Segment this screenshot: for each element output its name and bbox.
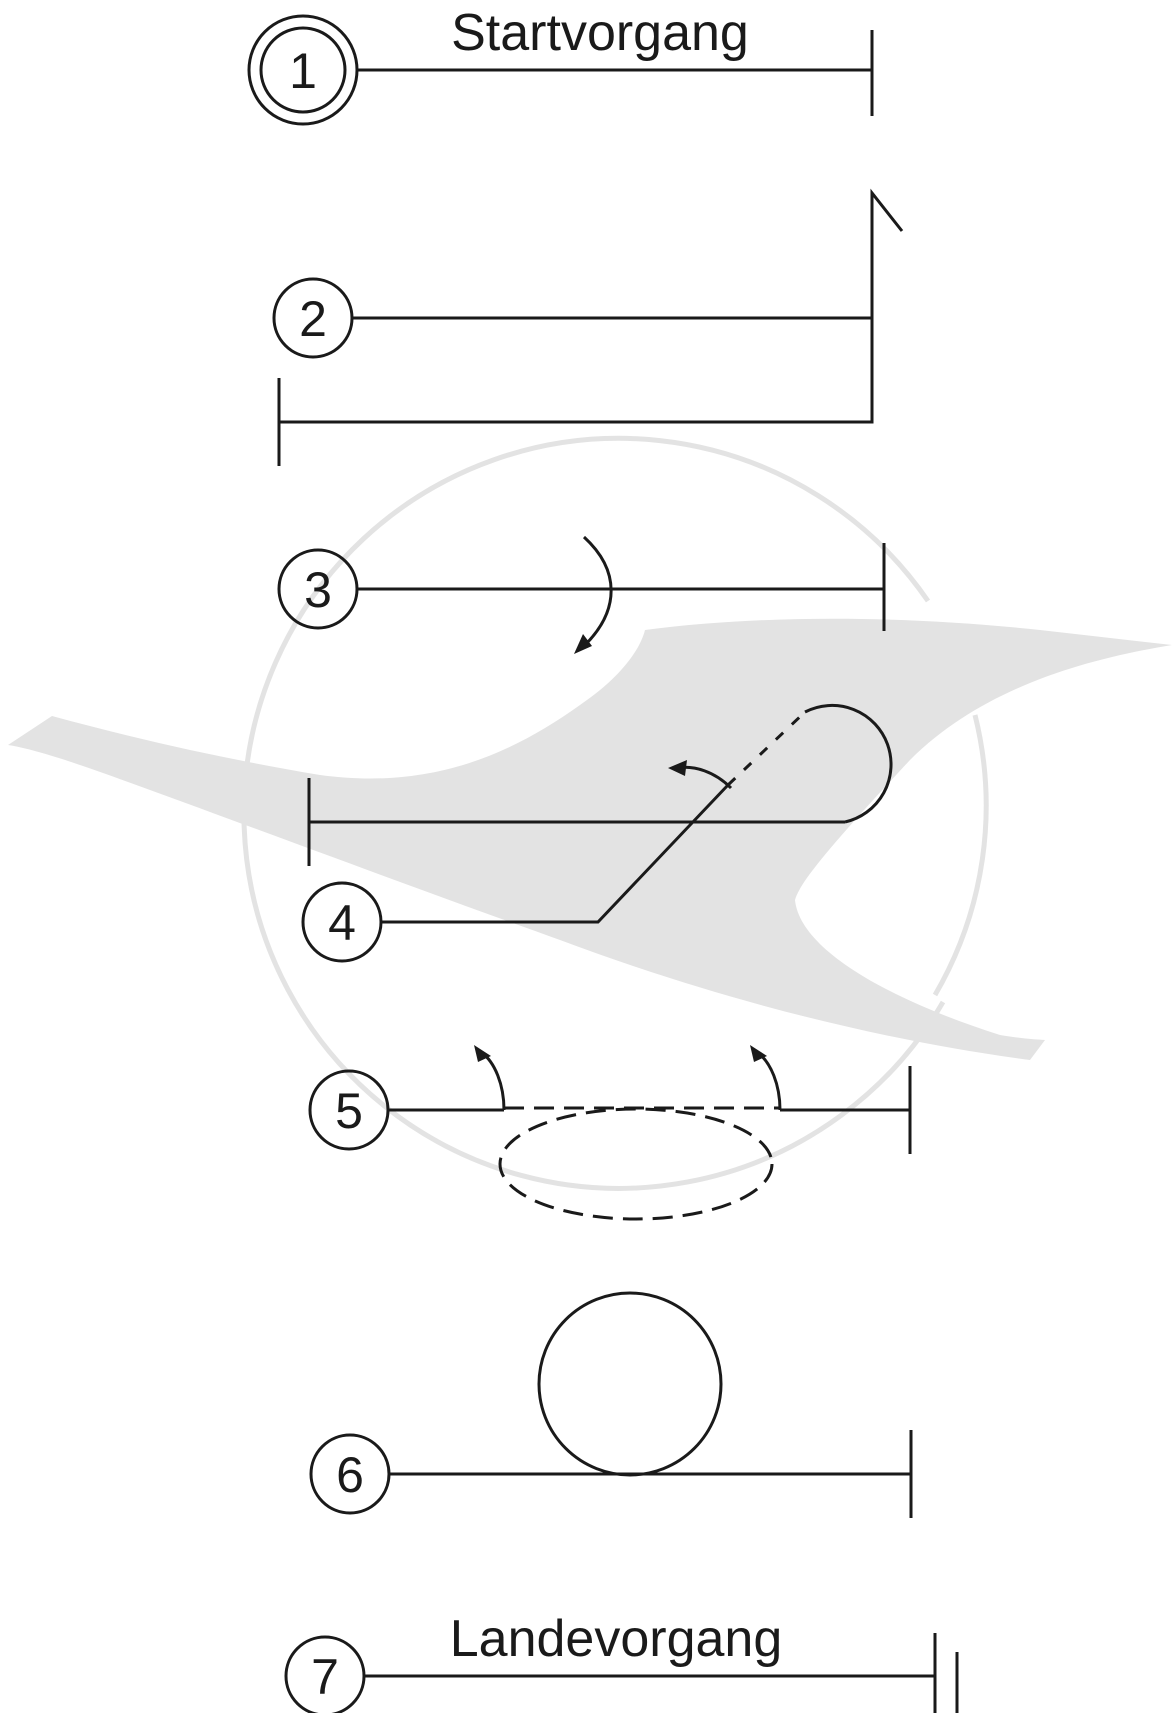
step-2-turn-path — [279, 188, 904, 424]
step-4-dotted-segment — [726, 710, 807, 787]
step-4: 4 — [301, 704, 893, 963]
step-7: 7 Landevorgang — [284, 1610, 959, 1713]
step-4-number: 4 — [328, 895, 356, 951]
landing-label: Landevorgang — [450, 1610, 783, 1668]
watermark-ring — [241, 435, 946, 1191]
step-5-arrow-head-right — [750, 1045, 767, 1062]
step-3-roll-arrow — [582, 535, 613, 647]
step-2: 2 — [272, 188, 904, 466]
step-7-number: 7 — [311, 1649, 339, 1705]
watermark-bird-shape — [8, 618, 1172, 1060]
step-6: 6 — [309, 1291, 913, 1518]
step-4-climb-path — [381, 783, 730, 924]
start-label: Startvorgang — [451, 4, 749, 62]
step-3-arrow-head — [574, 634, 592, 654]
step-1-inner-circle — [259, 26, 347, 114]
step-5-roll-arrow-right — [756, 1050, 782, 1111]
watermark-logo — [8, 435, 1172, 1191]
watermark-ring-right — [932, 714, 989, 997]
step-6-loop — [537, 1291, 723, 1477]
step-4-turn-arc — [804, 704, 893, 824]
step-5-number: 5 — [335, 1083, 363, 1139]
step-5-dashed-loop — [498, 1107, 774, 1221]
step-6-number: 6 — [336, 1447, 364, 1503]
step-5: 5 — [308, 1045, 912, 1221]
step-2-number: 2 — [299, 291, 327, 347]
step-3: 3 — [277, 535, 886, 654]
step-1: 1 Startvorgang — [247, 4, 874, 126]
step-1-number: 1 — [289, 43, 317, 99]
step-3-number: 3 — [304, 562, 332, 618]
step-5-arrow-head-left — [474, 1045, 491, 1062]
step-5-roll-arrow-left — [480, 1050, 506, 1111]
step-4-arrow-head — [668, 760, 687, 776]
